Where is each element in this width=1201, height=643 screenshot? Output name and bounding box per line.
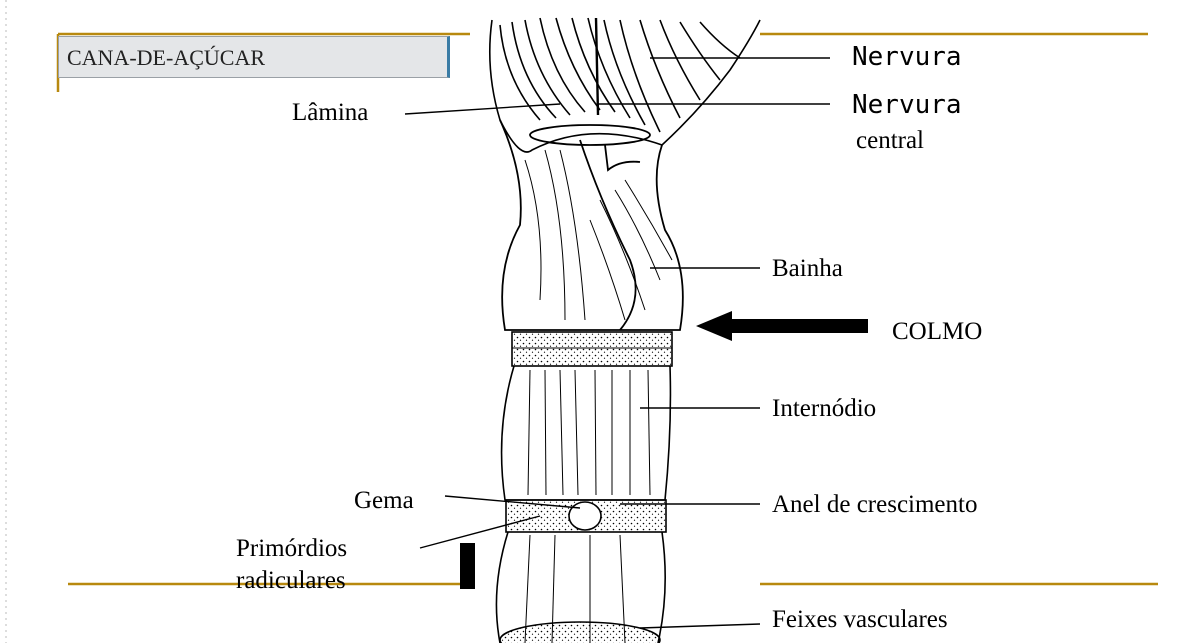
label-gema: Gema xyxy=(354,488,414,513)
label-anel-de-crescimento: Anel de crescimento xyxy=(772,492,977,517)
label-lamina: Lâmina xyxy=(292,100,368,125)
label-nervura-central-line1: Nervura xyxy=(852,92,962,118)
internode xyxy=(502,366,671,500)
node-ring xyxy=(512,332,672,366)
label-nervura-central-line2: central xyxy=(856,128,924,153)
leaf-blade xyxy=(490,18,760,152)
label-colmo: COLMO xyxy=(892,319,982,344)
lower-stalk xyxy=(496,532,665,643)
primordios-bar xyxy=(460,543,475,589)
label-internodio: Internódio xyxy=(772,396,876,421)
label-primordios-line2: radiculares xyxy=(236,568,346,593)
growth-ring xyxy=(506,500,666,532)
slide-title: CANA-DE-AÇÚCAR xyxy=(58,36,450,78)
label-bainha: Bainha xyxy=(772,256,843,281)
label-feixes-vasculares: Feixes vasculares xyxy=(772,607,948,632)
label-primordios-line1: Primórdios xyxy=(236,536,347,561)
label-nervura: Nervura xyxy=(852,44,962,70)
bud-shape xyxy=(569,502,601,530)
colmo-arrow xyxy=(696,311,868,341)
